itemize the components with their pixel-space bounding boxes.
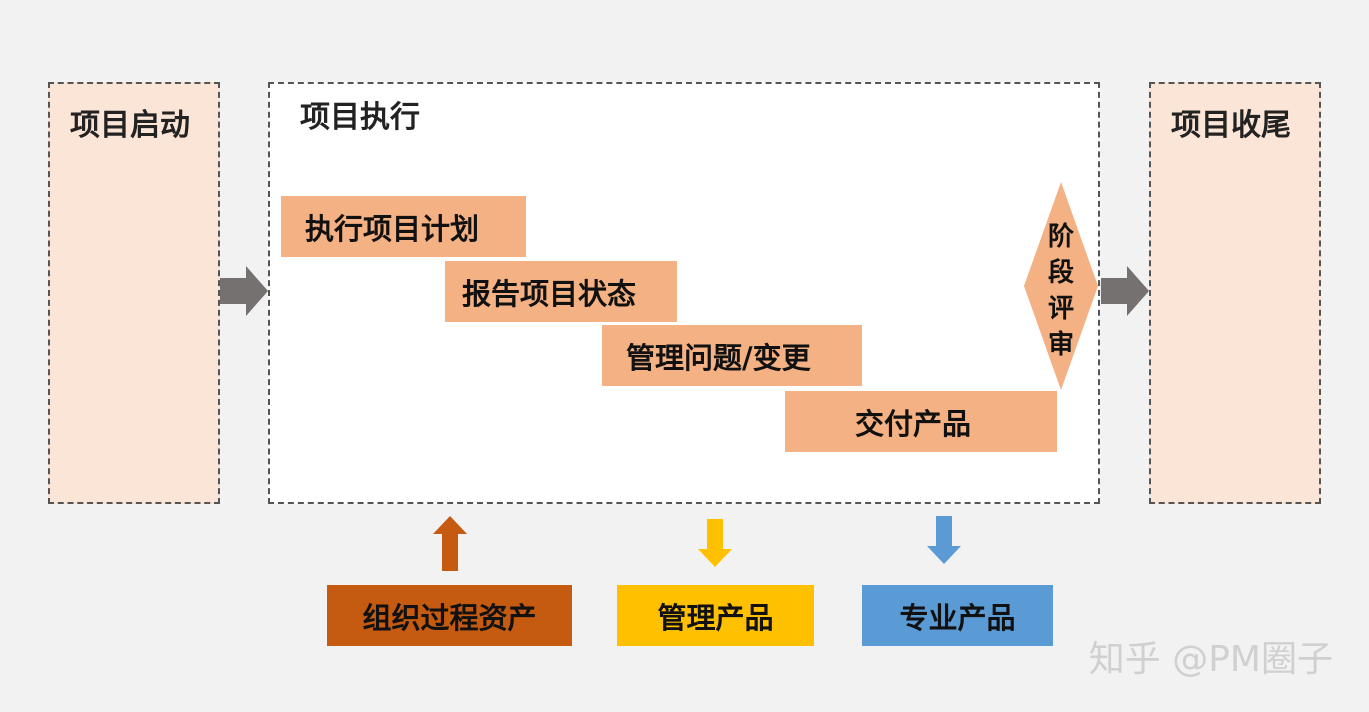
- review-char-3: 评: [1047, 294, 1074, 324]
- phase-project-execution: 项目执行: [268, 82, 1100, 504]
- exec-to-close-arrow-icon: [1101, 266, 1149, 316]
- watermark-text: 知乎 @PM圈子: [1088, 639, 1333, 680]
- start-to-exec-arrow-icon: [220, 266, 268, 316]
- mgmt-products-down-arrow-icon: [698, 519, 732, 567]
- professional-products-box: 专业产品: [862, 585, 1053, 646]
- step-execute-plan: 执行项目计划: [281, 196, 526, 257]
- org-process-assets-box: 组织过程资产: [327, 585, 572, 646]
- review-char-2: 段: [1047, 258, 1074, 288]
- step-manage-issues: 管理问题/变更: [602, 325, 862, 386]
- pro-products-down-arrow-icon: [927, 516, 961, 564]
- review-char-1: 阶: [1047, 222, 1074, 252]
- phase-project-start: 项目启动: [48, 82, 220, 504]
- stage-review-diamond: [1024, 182, 1098, 390]
- management-products-box: 管理产品: [617, 585, 814, 646]
- step-report-status: 报告项目状态: [445, 261, 677, 322]
- phase-project-close: 项目收尾: [1149, 82, 1321, 504]
- phase-close-title: 项目收尾: [1171, 108, 1291, 143]
- step-deliver-product: 交付产品: [785, 391, 1057, 452]
- org-assets-up-arrow-icon: [433, 516, 467, 571]
- review-char-4: 审: [1047, 330, 1074, 360]
- phase-start-title: 项目启动: [70, 108, 190, 143]
- phase-execution-title: 项目执行: [300, 100, 420, 135]
